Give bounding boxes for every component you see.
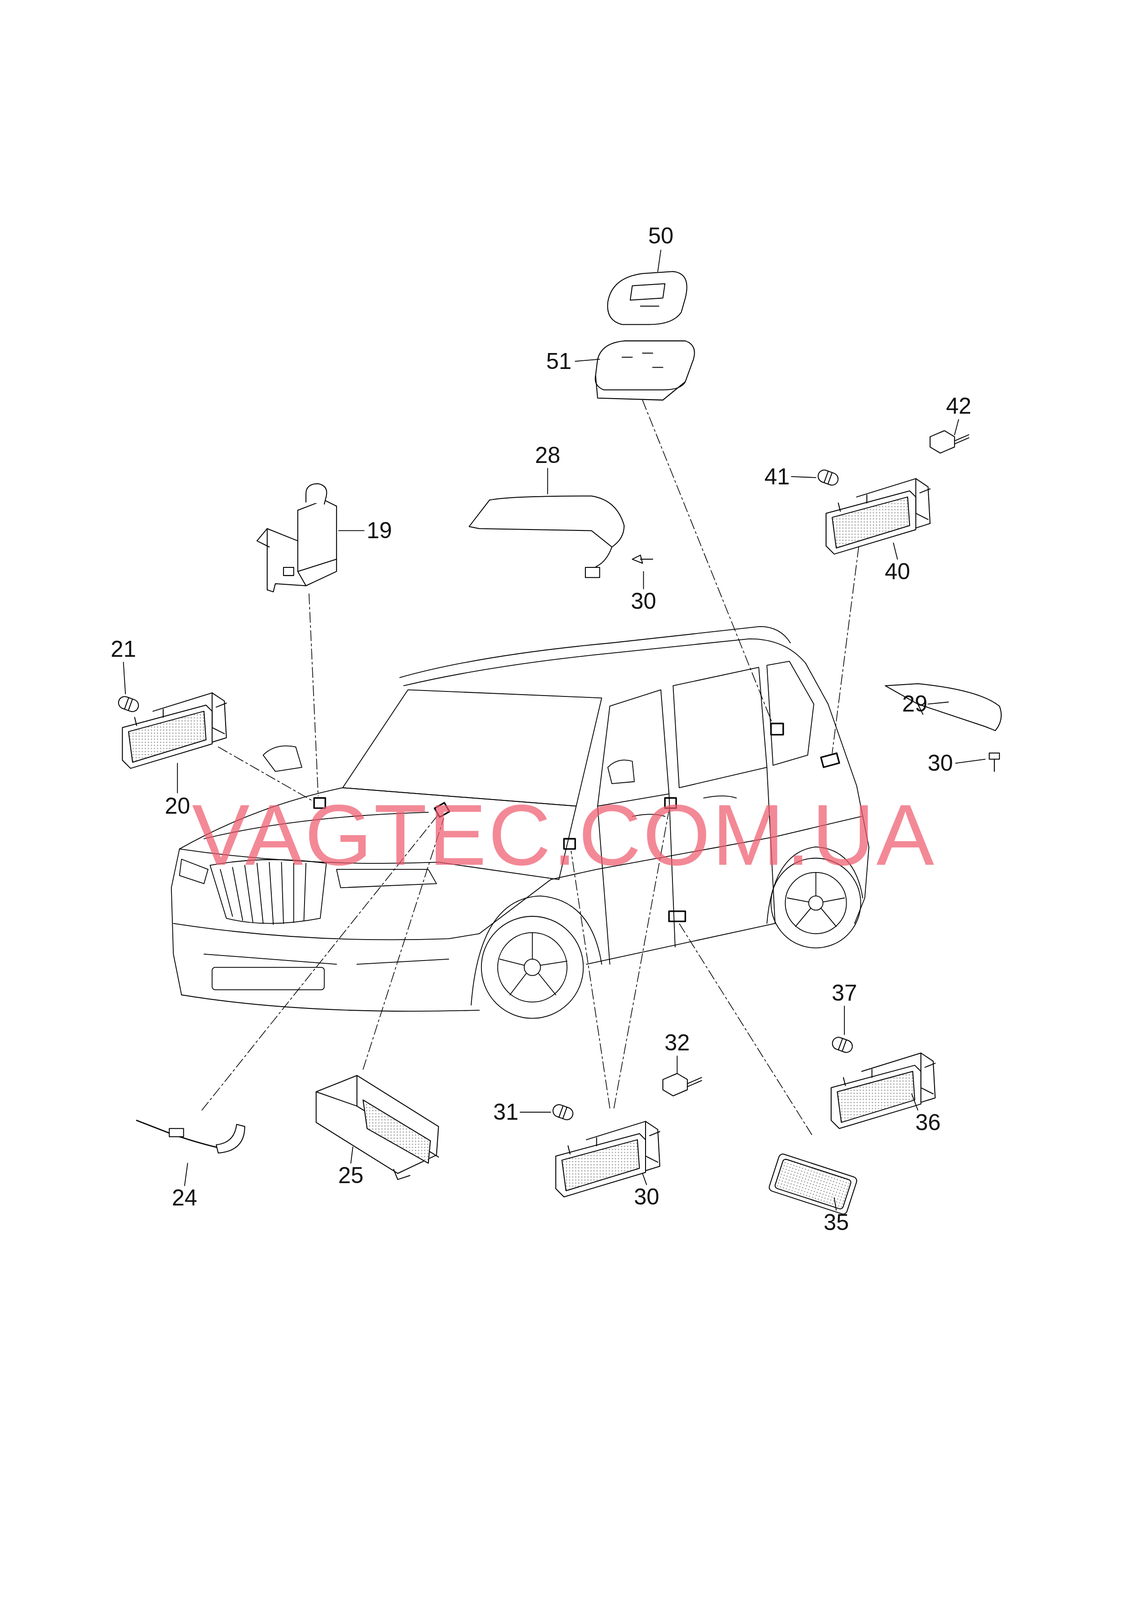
callout-number: 41 [764,465,791,488]
callout-number: 20 [164,794,191,817]
callout-number: 42 [945,394,972,418]
callout-number: 19 [366,518,393,542]
callout-number: 30 [633,1184,660,1208]
callout-number: 40 [884,559,911,583]
callout-number: 28 [534,443,561,467]
callout-number: 21 [110,637,137,661]
callout-number: 31 [493,1100,519,1123]
callout-number: 51 [546,349,572,373]
callout-number: 25 [338,1163,364,1187]
parts [116,271,1002,1215]
callout-number: 37 [831,981,858,1004]
callout-number: 30 [927,751,954,775]
leader-lines [123,249,986,1210]
callout-number: 30 [630,589,657,613]
callout-number: 24 [171,1185,198,1209]
callout-number: 32 [664,1030,691,1054]
assignment-lines [201,399,859,1135]
callout-number: 36 [915,1110,941,1134]
watermark: VAGTEC.COM.UA [191,790,936,878]
callout-number: 35 [823,1210,849,1234]
callout-number: 29 [902,692,928,715]
callout-number: 50 [648,224,674,248]
